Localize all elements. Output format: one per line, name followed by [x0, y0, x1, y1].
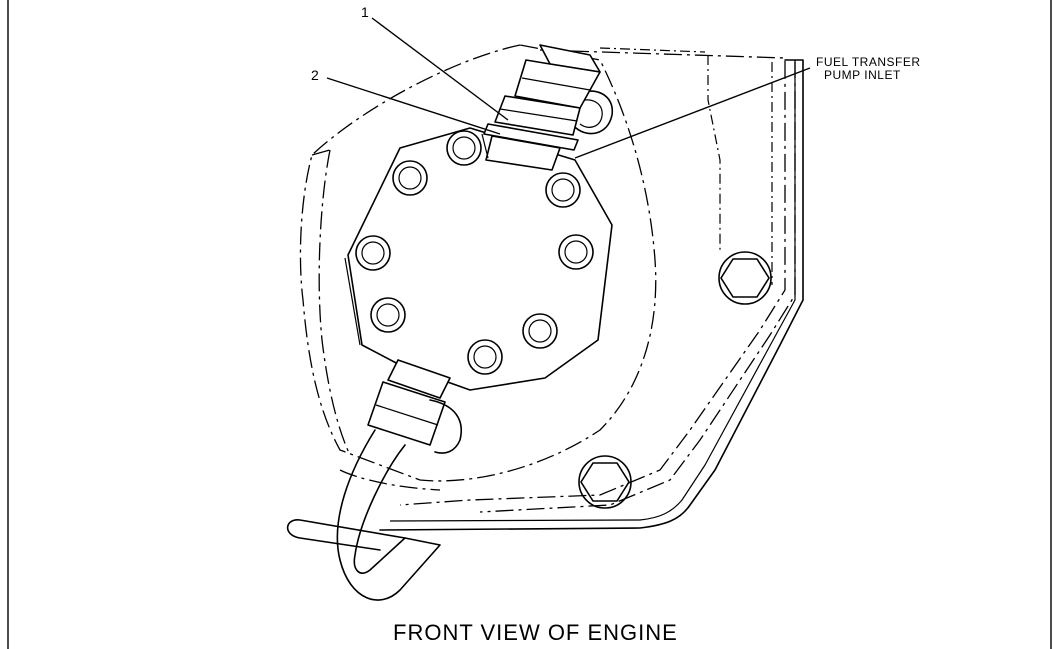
- pump-flange: [344, 127, 613, 391]
- leader-inlet: [574, 67, 811, 159]
- flange-bolts: [355, 130, 594, 375]
- flange-bolt: [355, 235, 391, 271]
- flange-bolt: [446, 130, 482, 166]
- flange-bolt: [370, 297, 406, 333]
- callout-2: 2: [311, 67, 319, 83]
- leader-2: [326, 77, 501, 135]
- housing-bolt-bottom: [578, 455, 632, 509]
- callout-inlet-line2: PUMP INLET: [824, 68, 901, 82]
- housing-bolt-right: [718, 251, 772, 305]
- flange-bolt: [467, 339, 503, 375]
- leader-1: [371, 17, 509, 121]
- flange-bolt: [558, 234, 594, 270]
- figure-caption: FRONT VIEW OF ENGINE: [393, 620, 678, 645]
- flange-bolt: [522, 313, 558, 349]
- callout-1: 1: [361, 4, 369, 20]
- outlet-fitting-assembly: [286, 359, 462, 601]
- flange-bolt: [545, 172, 581, 208]
- inlet-fitting-assembly: [481, 44, 613, 171]
- flange-bolt: [392, 160, 428, 196]
- callout-inlet-line1: FUEL TRANSFER: [816, 55, 921, 69]
- mounting-plate: [379, 59, 804, 531]
